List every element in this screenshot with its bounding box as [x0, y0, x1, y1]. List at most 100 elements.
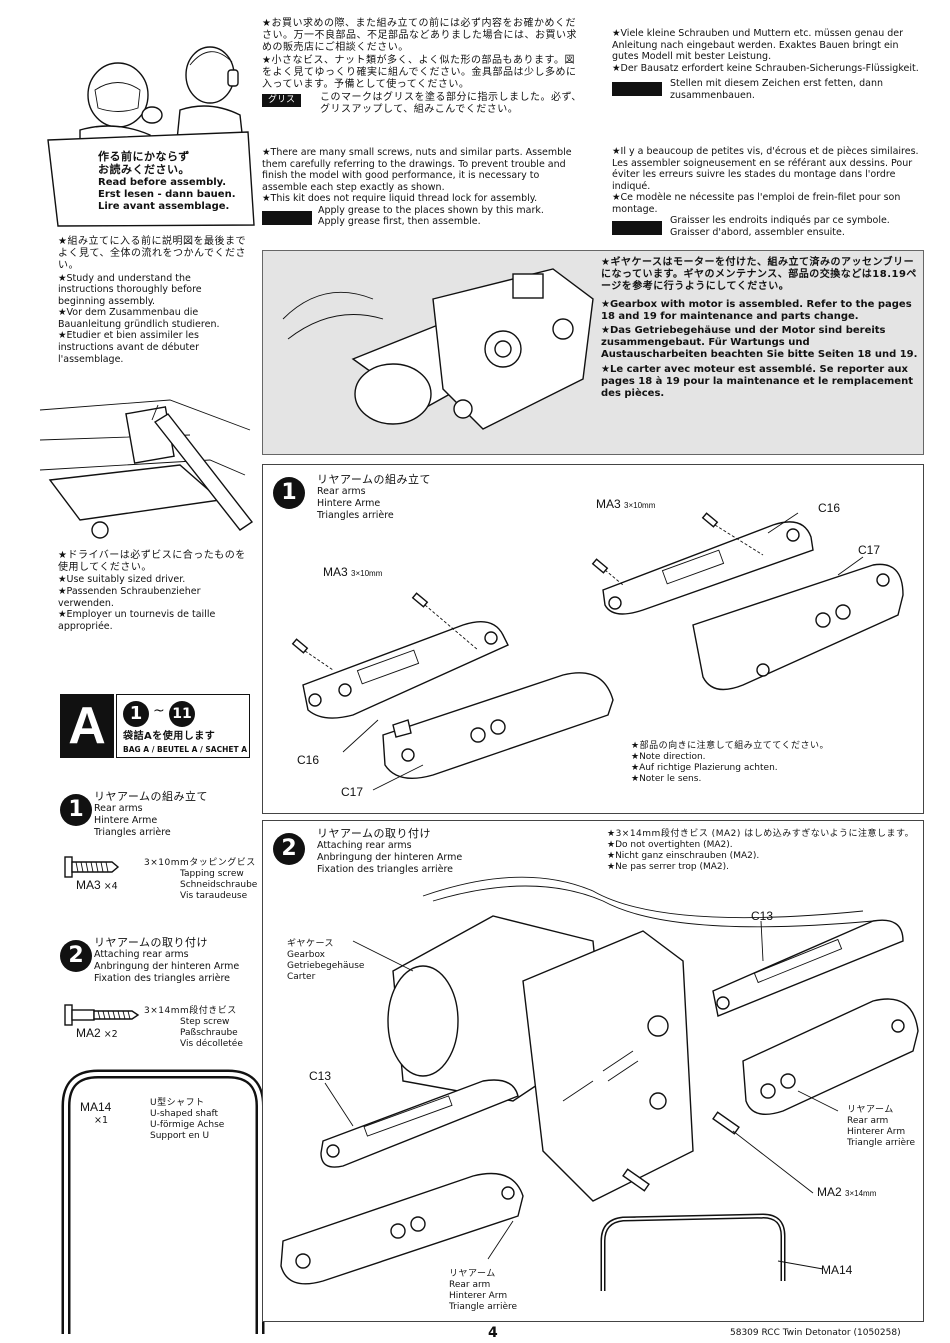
side-step2-en: Attaching rear arms: [94, 949, 189, 961]
screwdriver-illustration: [39, 399, 254, 539]
gearbox-motor-illustration: [282, 268, 594, 430]
step1-note: ★部品の向きに注意して組み立ててください。 ★Note direction. ★…: [631, 741, 829, 785]
side-step1-screw-de: Schneidschraube: [180, 879, 258, 890]
step1-ma3-right-size: 3×10mm: [624, 501, 656, 510]
grease-tag-jp: グリス: [262, 94, 302, 108]
bag-label: BAG A / BEUTEL A / SACHET A: [123, 745, 248, 754]
side-step1-fr: Triangles arrière: [94, 826, 171, 838]
grease-note-de: Stellen mit diesem Zeichen erst fetten, …: [670, 78, 883, 101]
bag-jp: 袋詰Aを使用します: [123, 731, 216, 742]
grease-note-en-2: Apply grease first, then assemble.: [318, 216, 481, 228]
side-step2-screw-de: Paßschraube: [180, 1027, 238, 1038]
gearbox-note-de: ★Das Getriebegehäuse und der Motor sind …: [601, 324, 918, 361]
side-step2-screw-jp: 3×14mm段付きビス: [144, 1006, 237, 1016]
step2-arm-right-de: Hinterer Arm: [847, 1126, 906, 1137]
step2-arm-right-en: Rear arm: [847, 1115, 889, 1126]
grease-mark-icon: [612, 221, 662, 236]
step1-box: 1 リヤアームの組み立て Rear arms Hintere Arme Tria…: [262, 464, 924, 814]
side-step1-number: 1: [60, 794, 92, 826]
grease-note-fr-1: Graisser les endroits indiqués par ce sy…: [670, 215, 890, 227]
study-note-en: ★Study and understand the instructions t…: [58, 272, 202, 307]
step1-note-en: ★Note direction.: [631, 751, 706, 762]
step1-c17-left: C17: [341, 785, 364, 799]
step2-ma2-size: 3×14mm: [845, 1189, 877, 1198]
step2-arm-left-fr: Triangle arrière: [449, 1301, 518, 1312]
step2-note-en: ★Do not overtighten (MA2).: [607, 839, 733, 850]
study-note-de: ★Vor dem Zusammenbau die Bauanleitung gr…: [58, 307, 220, 330]
side-step1-screw-fr: Vis taraudeuse: [180, 890, 248, 901]
side-shaft-qty: ×1: [94, 1114, 109, 1126]
grease-note-jp: このマークはグリスを塗る部分に指示しました。必ず、グリスアップして、組みこんでく…: [320, 92, 582, 116]
step2-gearbox-de: Getriebegehäuse: [287, 960, 365, 971]
side-shaft-jp: U型シャフト: [150, 1098, 205, 1108]
side-step2-code: MA2: [76, 1026, 101, 1040]
grease-mark-icon: [262, 210, 312, 225]
step2-c13-left: C13: [309, 1069, 332, 1083]
side-step1-qty: ×4: [103, 881, 118, 892]
step2-title-jp: リヤアームの取り付け: [317, 827, 432, 840]
step1-note-fr: ★Noter le sens.: [631, 773, 702, 784]
read-before-en: Read before assembly.: [98, 176, 227, 188]
step2-arm-left-de: Hinterer Arm: [449, 1290, 508, 1301]
grease-note-fr-2: Graisser d'abord, assembler ensuite.: [670, 227, 845, 239]
driver-note-de: ★Passenden Schraubenzieher verwenden.: [58, 585, 201, 609]
side-shaft-de: U-förmige Achse: [150, 1119, 225, 1130]
driver-note-jp: ★ドライバーは必ずビスに合ったものを使用してください。: [58, 550, 246, 574]
step1-c16-left: C16: [297, 753, 320, 767]
side-step2-qty: ×2: [103, 1029, 118, 1040]
step1-title-jp: リヤアームの組み立て: [317, 473, 432, 486]
study-note-jp: ★組み立てに入る前に説明図を最後までよく見て、全体の流れをつかんでください。: [58, 236, 246, 272]
driver-note-fr: ★Employer un tournevis de taille appropr…: [58, 609, 216, 632]
study-note-fr: ★Etudier et bien assimiler les instructi…: [58, 330, 199, 365]
step1-ma3-right: MA3: [596, 497, 621, 511]
page-number: 4: [488, 1325, 498, 1341]
notes-jp-p2: ★小さなビス、ナット類が多く、よく似た形の部品もあります。図をよく見てゆっくり確…: [262, 54, 577, 90]
side-step2-de: Anbringung der hinteren Arme: [94, 960, 240, 972]
notes-fr-p1: ★Il y a beaucoup de petites vis, d'écrou…: [612, 146, 919, 192]
step2-arm-right-fr: Triangle arrière: [847, 1137, 916, 1148]
bag-range-to: 11: [169, 701, 195, 727]
step1-note-jp: ★部品の向きに注意して組み立ててください。: [631, 741, 830, 751]
notes-en-p1: ★There are many small screws, nuts and s…: [262, 147, 572, 193]
step2-c13-right: C13: [751, 909, 774, 923]
notes-en-p2: ★This kit does not require liquid thread…: [262, 193, 538, 205]
step2-number: 2: [273, 833, 305, 865]
step2-arm-left-jp: リヤアーム: [449, 1269, 496, 1279]
side-step2-screw-fr: Vis décolletée: [180, 1038, 243, 1049]
notes-jp: ★お買い求めの際、また組み立ての前には必ず内容をお確かめください。万一不良部品、…: [262, 18, 582, 117]
step2-arm-left-en: Rear arm: [449, 1279, 491, 1290]
bag-range-sep: ~: [153, 703, 165, 719]
gearbox-note-fr: ★Le carter avec moteur est assemblé. Se …: [601, 363, 913, 399]
side-step1-en: Rear arms: [94, 803, 143, 815]
step1-title-fr: Triangles arrière: [317, 509, 394, 521]
footer-code: 58309 RCC Twin Detonator (1050258): [730, 1328, 901, 1338]
step1-c17-right: C17: [858, 543, 881, 557]
step1-number: 1: [273, 477, 305, 509]
notes-fr: ★Il y a beaucoup de petites vis, d'écrou…: [612, 146, 922, 239]
notes-en: ★There are many small screws, nuts and s…: [262, 147, 582, 228]
side-step1-screw-jp: 3×10mmタッピングビス: [144, 858, 256, 868]
side-shaft-code: MA14: [80, 1100, 112, 1114]
driver-note-en: ★Use suitably sized driver.: [58, 574, 186, 586]
grease-note-en-1: Apply grease to the places shown by this…: [318, 204, 544, 216]
study-note: ★組み立てに入る前に説明図を最後までよく見て、全体の流れをつかんでください。 ★…: [58, 236, 248, 365]
notes-de-p1: ★Viele kleine Schrauben und Muttern etc.…: [612, 28, 904, 63]
step2-ma14: MA14: [821, 1263, 853, 1277]
notes-fr-p2: ★Ce modèle ne nécessite pas l'emploi de …: [612, 192, 901, 215]
notes-de-p2: ★Der Bausatz erfordert keine Schrauben-S…: [612, 62, 919, 74]
step1-rear-arms-diagram: [291, 512, 904, 791]
side-step2-screw-en: Step screw: [180, 1016, 230, 1027]
bag-a-header: A 1 ~ 11 袋詰Aを使用します BAG A / BEUTEL A / SA…: [60, 694, 250, 758]
step1-title-en: Rear arms: [317, 486, 366, 498]
side-step1-code: MA3: [76, 878, 101, 892]
step2-note-de: ★Nicht ganz einschrauben (MA2).: [607, 850, 760, 861]
side-step2-number: 2: [60, 940, 92, 972]
step2-gearbox-jp: ギヤケース: [287, 939, 335, 949]
step2-gearbox-en: Gearbox: [287, 949, 325, 960]
step1-ma3-left: MA3: [323, 565, 348, 579]
gearbox-note-en: ★Gearbox with motor is assembled. Refer …: [601, 298, 912, 322]
step1-note-de: ★Auf richtige Plazierung achten.: [631, 762, 778, 773]
read-before-de: Erst lesen - dann bauen.: [98, 189, 236, 200]
step1-ma3-left-size: 3×10mm: [351, 569, 383, 578]
notes-de: ★Viele kleine Schrauben und Muttern etc.…: [612, 28, 922, 101]
